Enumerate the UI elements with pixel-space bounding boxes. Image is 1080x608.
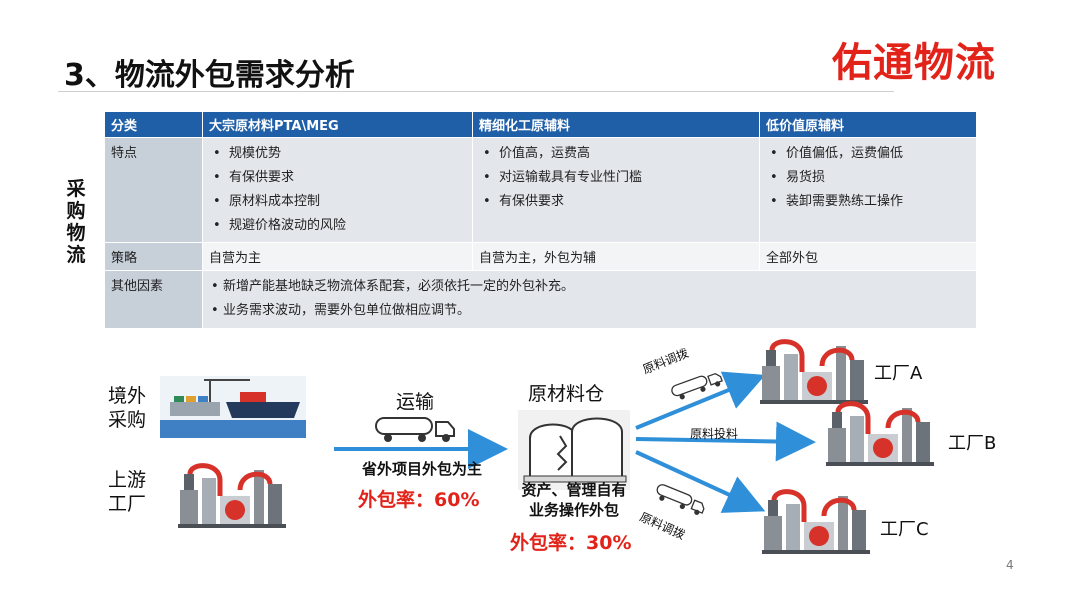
table-row-other: 其他因素 新增产能基地缺乏物流体系配套，必须依托一定的外包补充。业务需求波动，需…: [104, 270, 977, 329]
table-row-strategy: 策略 自营为主 自营为主，外包为辅 全部外包: [104, 242, 977, 271]
header-low-value: 低价值原辅料: [759, 111, 977, 138]
factory-c-icon: [762, 492, 870, 554]
page-title: 3、物流外包需求分析: [64, 58, 355, 93]
warehouse-label: 原材料仓: [528, 383, 605, 405]
table-row-features: 特点 规模优势有保供要求原材料成本控制规避价格波动的风险 价值高，运费高对运输载…: [104, 137, 977, 243]
arrow-b-label: 原料投料: [690, 427, 739, 441]
bullet-item: 价值偏低，运费偏低: [766, 142, 970, 166]
transport-outsourcing-rate: 外包率：60%: [358, 489, 480, 511]
row-label-other: 其他因素: [104, 270, 203, 329]
bullet-item: 有保供要求: [209, 166, 466, 190]
factory-c-label: 工厂C: [880, 519, 929, 540]
transport-label: 运输: [396, 391, 435, 413]
strategy-fine: 自营为主，外包为辅: [472, 242, 760, 271]
factory-a-label: 工厂A: [874, 363, 923, 384]
bullet-item: 规模优势: [209, 142, 466, 166]
header-category: 分类: [104, 111, 203, 138]
arrow-to-factory-b: [635, 421, 816, 462]
arrow-to-factory-c: [635, 450, 766, 513]
transport-note: 省外项目外包为主: [361, 460, 482, 478]
bullet-item: 对运输载具有专业性门槛: [479, 166, 753, 190]
warehouse-note: 资产、管理自有 业务操作外包: [521, 481, 627, 519]
bullet-item: 原材料成本控制: [209, 190, 466, 214]
bullet-item: 装卸需要熟练工操作: [766, 190, 970, 214]
port-ship-image: [160, 376, 306, 438]
bullet-item: 新增产能基地缺乏物流体系配套，必须依托一定的外包补充。: [209, 275, 970, 299]
features-fine: 价值高，运费高对运输载具有专业性门槛有保供要求: [472, 137, 760, 243]
features-low: 价值偏低，运费偏低易货损装卸需要熟练工操作: [759, 137, 977, 243]
header-bulk-materials: 大宗原材料PTA\MEG: [202, 111, 473, 138]
row-label-features: 特点: [104, 137, 203, 243]
company-logo: 佑通物流: [832, 40, 996, 86]
overseas-procurement-label: 境外 采购: [108, 385, 147, 431]
header-fine-chemicals: 精细化工原辅料: [472, 111, 760, 138]
bullet-item: 规避价格波动的风险: [209, 214, 466, 238]
row-label-strategy: 策略: [104, 242, 203, 271]
warehouse-silo-icon: [518, 410, 630, 490]
factory-a-icon: [760, 342, 868, 404]
tanker-truck-icon-a: [671, 372, 723, 400]
other-factors: 新增产能基地缺乏物流体系配套，必须依托一定的外包补充。业务需求波动，需要外包单位…: [202, 270, 977, 329]
bullet-item: 价值高，运费高: [479, 142, 753, 166]
tanker-truck-icon-c: [656, 484, 705, 515]
arrow-to-factory-a: [635, 371, 766, 430]
page-number: 4: [1006, 558, 1014, 572]
title-divider: [58, 91, 894, 92]
side-label-procurement-logistics: 采购物流: [66, 178, 86, 266]
table-header-row: 分类 大宗原材料PTA\MEG 精细化工原辅料 低价值原辅料: [104, 111, 977, 138]
features-bulk: 规模优势有保供要求原材料成本控制规避价格波动的风险: [202, 137, 473, 243]
bullet-item: 业务需求波动，需要外包单位做相应调节。: [209, 299, 970, 323]
tanker-truck-icon: [375, 417, 455, 442]
strategy-low: 全部外包: [759, 242, 977, 271]
logistics-analysis-table: 分类 大宗原材料PTA\MEG 精细化工原辅料 低价值原辅料 特点 规模优势有保…: [104, 111, 977, 329]
bullet-item: 有保供要求: [479, 190, 753, 214]
upstream-factory-label: 上游 工厂: [108, 469, 147, 515]
strategy-bulk: 自营为主: [202, 242, 473, 271]
bullet-item: 易货损: [766, 166, 970, 190]
factory-b-icon: [826, 404, 934, 466]
factory-b-label: 工厂B: [948, 433, 997, 454]
upstream-factory-icon: [178, 466, 286, 528]
warehouse-outsourcing-rate: 外包率：30%: [510, 532, 632, 554]
